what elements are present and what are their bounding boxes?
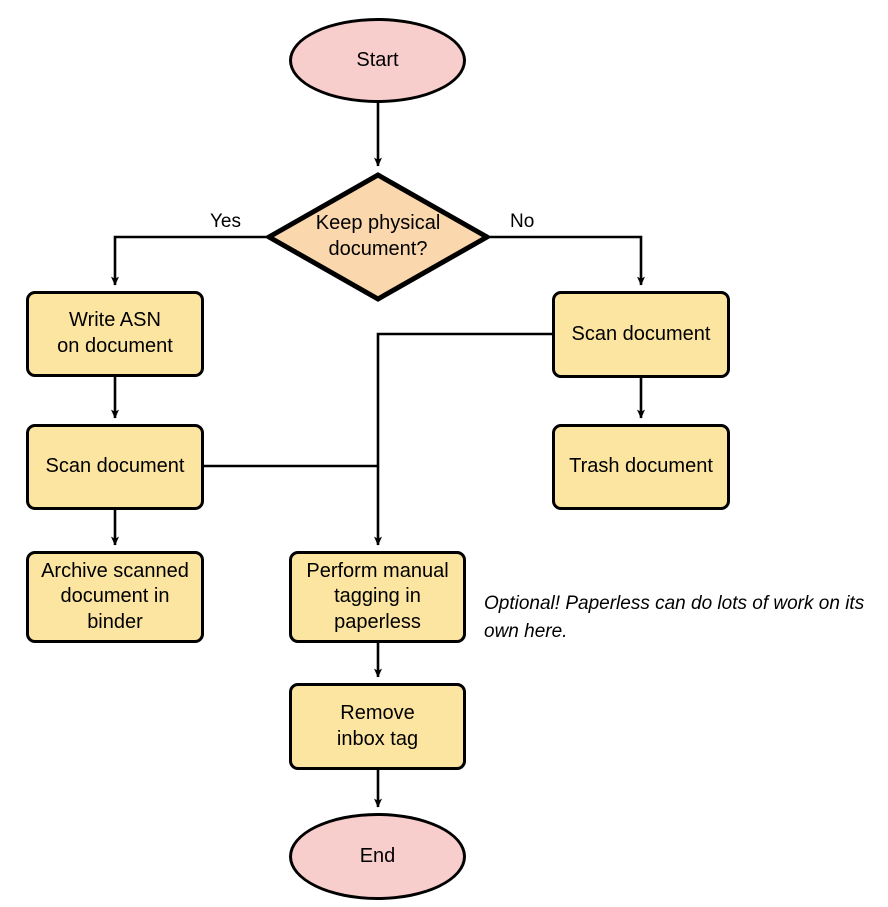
node-trash-document-label: Trash document	[569, 455, 713, 478]
edge-label-yes: Yes	[210, 211, 241, 232]
node-scan-document-right[interactable]: Scan document	[552, 291, 730, 378]
node-perform-manual-tagging[interactable]: Perform manual tagging in paperless	[289, 551, 466, 643]
node-end-label: End	[359, 844, 396, 867]
diamond-shape	[266, 172, 490, 302]
edge-scan-right-to-tagging	[374, 332, 552, 546]
node-archive-scanned-document-label: Archive scanned document in binder	[41, 559, 189, 633]
node-end[interactable]: End	[289, 813, 466, 900]
edge-decision-no-to-scan-right	[490, 235, 645, 286]
node-scan-document-left[interactable]: Scan document	[26, 424, 204, 510]
node-trash-document[interactable]: Trash document	[552, 424, 730, 510]
node-archive-scanned-document[interactable]: Archive scanned document in binder	[26, 551, 204, 643]
node-remove-inbox-tag[interactable]: Remove inbox tag	[289, 683, 466, 770]
edge-decision-yes-to-write-asn	[111, 235, 266, 286]
node-start-label: Start	[356, 48, 399, 71]
annotation-optional-note: Optional! Paperless can do lots of work …	[484, 593, 865, 642]
node-keep-physical-document[interactable]: Keep physical document?	[266, 172, 490, 302]
edge-label-no: No	[510, 211, 535, 232]
node-write-asn-on-document[interactable]: Write ASN on document	[26, 291, 204, 377]
node-scan-document-right-label: Scan document	[571, 322, 711, 345]
node-start[interactable]: Start	[289, 18, 466, 103]
node-keep-physical-document-label: Keep physical document?	[315, 212, 441, 260]
node-remove-inbox-tag-label: Remove inbox tag	[336, 701, 419, 750]
node-write-asn-on-document-label: Write ASN on document	[57, 309, 173, 357]
node-scan-document-left-label: Scan document	[45, 455, 185, 478]
node-perform-manual-tagging-label: Perform manual tagging in paperless	[306, 559, 449, 633]
